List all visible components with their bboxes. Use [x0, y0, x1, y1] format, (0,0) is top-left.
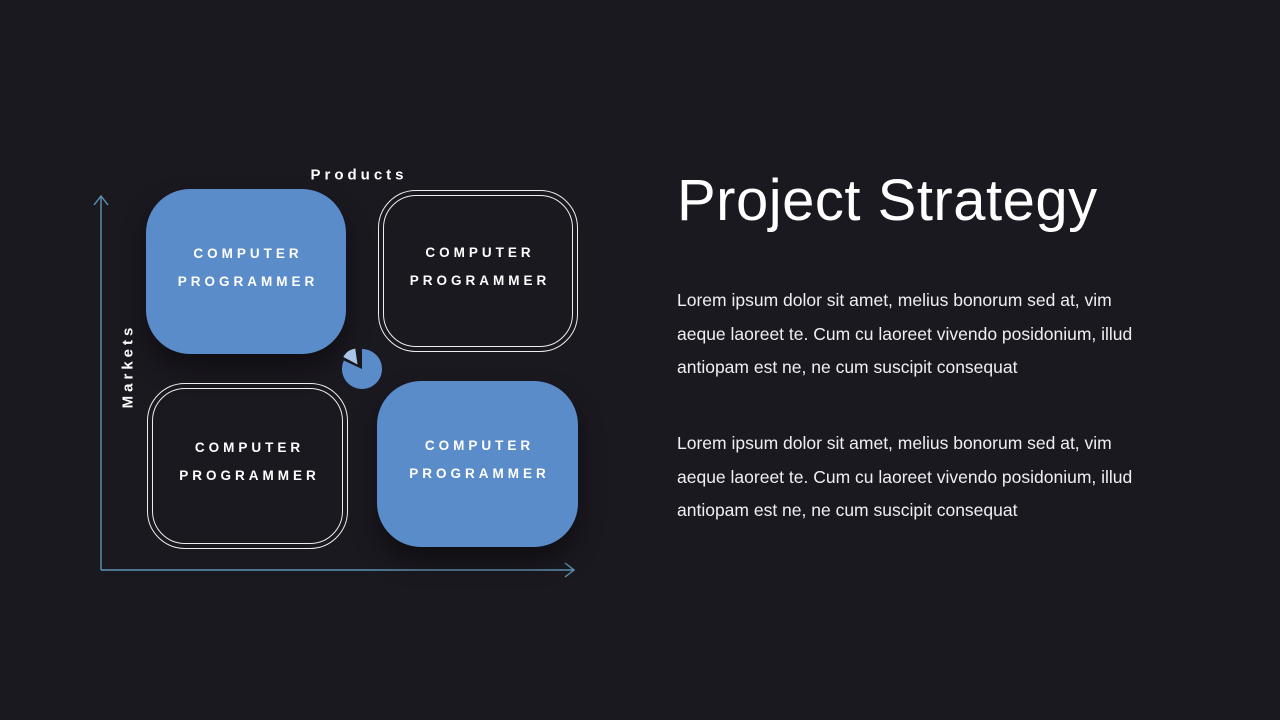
quadrant-inner-border: COMPUTER PROGRAMMER	[152, 388, 343, 544]
x-axis-label: Products	[310, 166, 408, 184]
body-paragraph-1: Lorem ipsum dolor sit amet, melius bonor…	[677, 284, 1157, 385]
axes-arrows	[93, 194, 576, 578]
paragraph-line: antiopam est ne, ne cum suscipit consequ…	[677, 500, 1018, 520]
matrix-quadrant-bottom-left: COMPUTER PROGRAMMER	[147, 383, 348, 549]
quadrant-label: COMPUTER PROGRAMMER	[179, 440, 320, 483]
matrix-quadrant-bottom-right: COMPUTER PROGRAMMER	[377, 381, 578, 547]
paragraph-line: aeque laoreet te. Cum cu laoreet vivendo…	[677, 323, 1133, 344]
paragraph-line: Lorem ipsum dolor sit amet, melius bonor…	[677, 433, 1112, 453]
quadrant-label: COMPUTER PROGRAMMER	[177, 245, 319, 289]
matrix-quadrant-top-left: COMPUTER PROGRAMMER	[146, 189, 346, 354]
body-paragraph-2: Lorem ipsum dolor sit amet, melius bonor…	[677, 427, 1157, 528]
quadrant-inner-border: COMPUTER PROGRAMMER	[383, 195, 573, 347]
quadrant-label: COMPUTER PROGRAMMER	[409, 438, 550, 481]
pie-chart-icon	[341, 348, 382, 389]
page-title: Project Strategy	[677, 168, 1098, 233]
quadrant-label: COMPUTER PROGRAMMER	[409, 245, 551, 288]
matrix-quadrant-top-right: COMPUTER PROGRAMMER	[378, 190, 578, 352]
paragraph-line: Lorem ipsum dolor sit amet, melius bonor…	[677, 290, 1112, 310]
paragraph-line: antiopam est ne, ne cum suscipit consequ…	[677, 357, 1018, 377]
paragraph-line: aeque laoreet te. Cum cu laoreet vivendo…	[677, 466, 1133, 487]
